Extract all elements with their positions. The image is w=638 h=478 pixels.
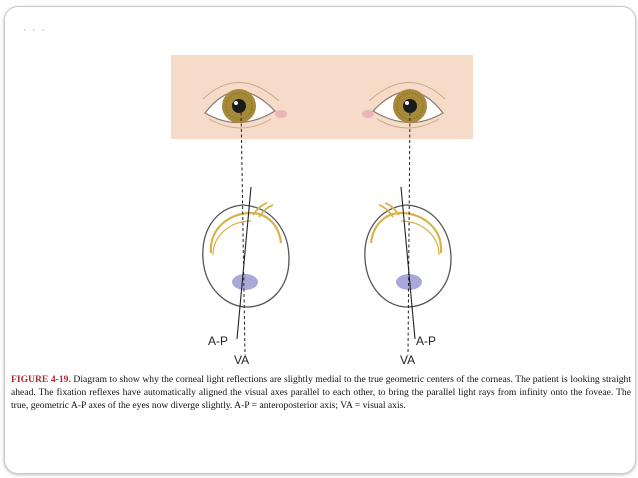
left-va-label: VA: [234, 353, 250, 367]
figure-number: FIGURE 4-19.: [11, 374, 71, 385]
right-globe: [364, 202, 452, 308]
slide-corner-mark: · · ·: [23, 25, 47, 35]
right-ap-axis: [400, 186, 416, 340]
right-va-label: VA: [400, 353, 416, 367]
right-external-eye: [362, 82, 446, 129]
left-visual-axis: [240, 106, 246, 356]
eye-axes-figure: A-P VA A-P VA: [5, 7, 635, 367]
right-pupil: [403, 99, 417, 113]
left-pupil: [232, 99, 246, 113]
figure-caption: FIGURE 4-19. Diagram to show why the cor…: [11, 373, 631, 413]
slide: · · ·: [4, 6, 636, 474]
right-visual-axis: [407, 106, 411, 356]
right-fovea: [396, 274, 422, 290]
caption-text: Diagram to show why the corneal light re…: [11, 374, 631, 412]
left-ap-label: A-P: [208, 334, 229, 348]
left-fovea: [232, 274, 258, 290]
right-caruncle: [362, 110, 374, 118]
left-caruncle: [275, 110, 287, 118]
right-ap-label: A-P: [416, 334, 437, 348]
face-band: [171, 55, 473, 139]
eye-diagram: [171, 55, 473, 356]
left-external-eye: [202, 82, 287, 129]
left-ap-axis: [236, 186, 252, 340]
left-globe: [202, 202, 290, 308]
